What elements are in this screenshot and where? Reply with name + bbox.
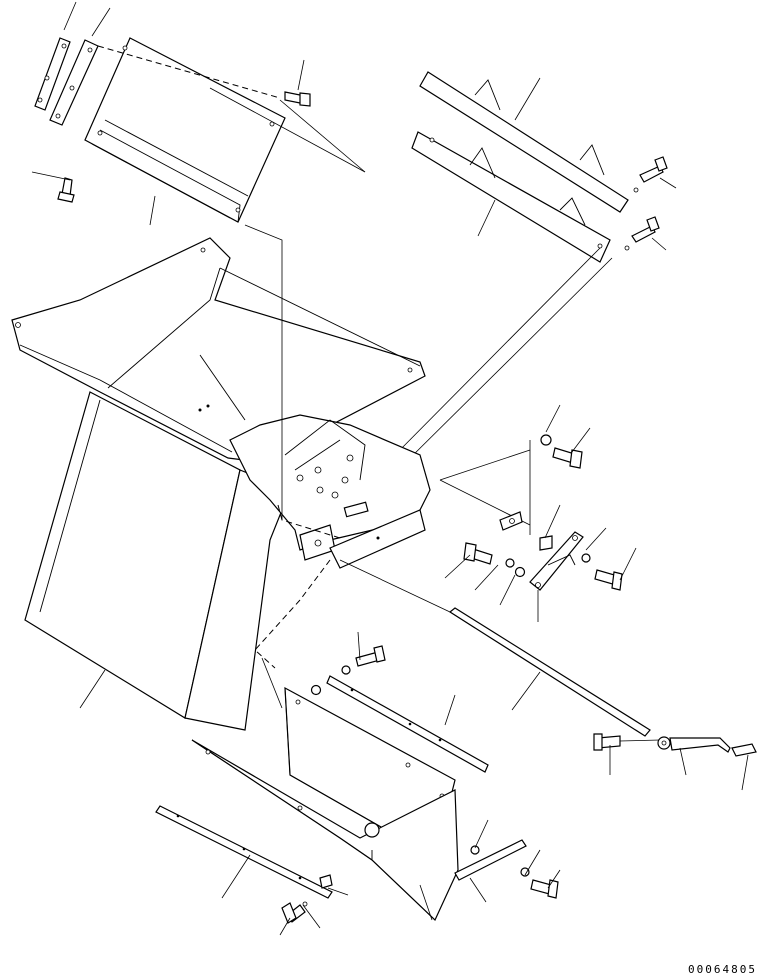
nut-left [514, 566, 526, 578]
main-hopper-body [11, 224, 431, 731]
hopper-trough [11, 237, 426, 463]
guard-plate-lower [411, 131, 611, 263]
nut-strip [310, 684, 322, 696]
guard-rail-upper [419, 71, 629, 213]
washer-left [505, 558, 515, 568]
washer-upper [540, 434, 552, 446]
bolt-guard-1 [639, 165, 664, 183]
cover-plate [84, 37, 286, 223]
bushing [539, 535, 553, 551]
top-right-guard-assembly [389, 71, 668, 471]
strip-left [34, 37, 71, 111]
slot-plate [343, 501, 369, 518]
control-rod-assembly [339, 559, 757, 757]
washer-right [581, 553, 591, 563]
seal-strip-lower [155, 805, 333, 899]
tray-strip [326, 675, 489, 773]
linkage-assembly [439, 434, 623, 591]
drawing-number: 00064805 [688, 963, 757, 976]
nut-tray [520, 867, 530, 877]
strap-right [454, 839, 527, 881]
washer-tray [470, 845, 480, 855]
bolt-guard-2 [631, 225, 656, 243]
pin [319, 874, 333, 889]
leader-lines [31, 1, 749, 936]
rod-knob [731, 743, 757, 757]
control-rod [448, 607, 651, 737]
top-cover-assembly [34, 37, 366, 223]
rod-clevis [669, 737, 731, 753]
washer-strip [341, 665, 351, 675]
lower-tray-assembly [155, 645, 559, 924]
strip-right [49, 39, 99, 126]
